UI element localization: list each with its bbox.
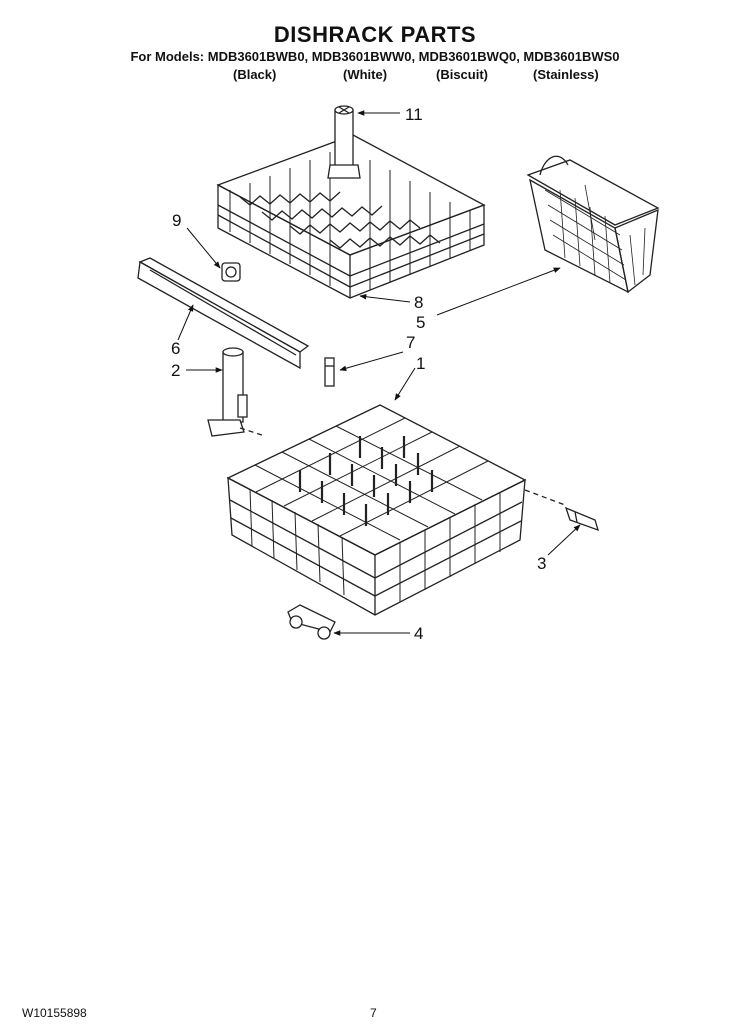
silverware-basket bbox=[526, 155, 660, 294]
upper-rack bbox=[216, 134, 486, 299]
document-number: W10155898 bbox=[22, 1006, 87, 1020]
rack-rail bbox=[137, 257, 310, 370]
callout-9: 9 bbox=[172, 211, 181, 230]
spray-tower bbox=[327, 105, 361, 179]
wheel-clip-3 bbox=[564, 506, 599, 532]
callout-8: 8 bbox=[414, 293, 423, 312]
color-stainless: (Stainless) bbox=[533, 67, 599, 82]
color-black: (Black) bbox=[233, 67, 277, 82]
callout-7: 7 bbox=[406, 333, 415, 352]
color-white: (White) bbox=[343, 67, 388, 82]
lower-tube bbox=[207, 347, 263, 437]
models-line: For Models: MDB3601BWB0, MDB3601BWW0, MD… bbox=[130, 49, 620, 64]
rack-wheel-9 bbox=[221, 262, 241, 282]
wheel-assembly-4 bbox=[287, 604, 336, 640]
page-title: DISHRACK PARTS bbox=[273, 22, 477, 47]
callout-4: 4 bbox=[414, 624, 423, 643]
page-number: 7 bbox=[370, 1006, 377, 1020]
callout-5: 5 bbox=[416, 313, 425, 332]
callout-3: 3 bbox=[537, 554, 546, 573]
callout-2: 2 bbox=[171, 361, 180, 380]
leader-lines bbox=[177, 110, 581, 636]
rail-stop bbox=[324, 357, 335, 387]
callout-6: 6 bbox=[171, 339, 180, 358]
callout-1: 1 bbox=[416, 354, 425, 373]
color-biscuit: (Biscuit) bbox=[436, 67, 488, 82]
callout-11: 11 bbox=[405, 105, 423, 124]
lower-rack bbox=[226, 404, 566, 616]
